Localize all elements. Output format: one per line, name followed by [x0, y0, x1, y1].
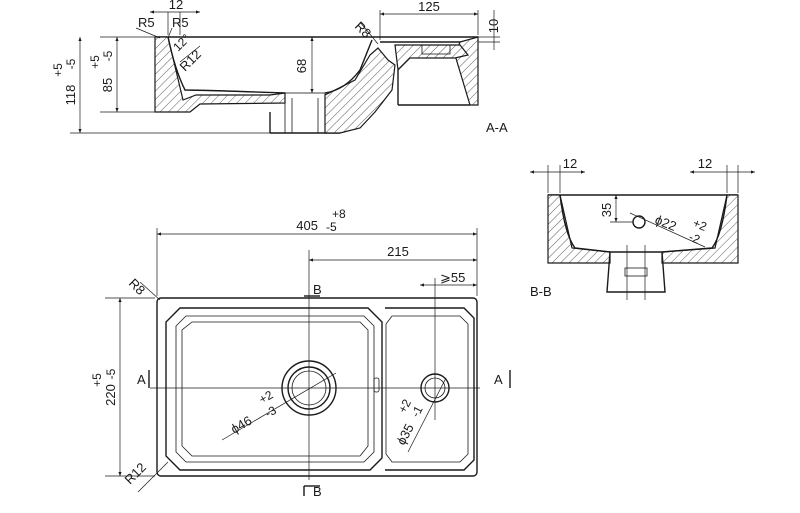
aa-dim-12: 12 [169, 0, 183, 12]
aa-r5-b: R5 [172, 15, 189, 30]
bb-label: B-B [530, 284, 552, 299]
plan-dim-220-tol-dn: -5 [104, 368, 118, 379]
plan-dim-405-tol-up: +8 [332, 207, 346, 221]
plan-dim-405: 405 [296, 218, 318, 233]
plan-dim-215: 215 [387, 244, 409, 259]
bb-overflow-hole [632, 215, 646, 229]
aa-dim-85-tol-dn: -5 [101, 50, 115, 61]
section-b-b: 12 12 35 ϕ22 +2 -2 B-B [530, 156, 755, 300]
aa-dim-68: 68 [294, 59, 309, 73]
plan-dia-35-tol-up: +2 [395, 396, 414, 415]
aa-label: A-A [486, 120, 508, 135]
bb-dia-22-tol-up: +2 [691, 216, 709, 234]
aa-dim-85: 85 [100, 78, 115, 92]
cut-b-bottom: B [313, 484, 322, 499]
aa-r5-a: R5 [138, 15, 155, 30]
bb-dim-35: 35 [599, 203, 614, 217]
cut-a-left: A [137, 372, 146, 387]
plan-dim-55: ⩾55 [440, 270, 465, 285]
aa-dim-118-tol-dn: -5 [64, 58, 78, 69]
plan-dia-46: ϕ46 [228, 413, 254, 437]
plan-dim-220-tol-up: +5 [90, 373, 104, 387]
plan-view: 405 +8 -5 215 ⩾55 R8 R12 220 +5 -5 ϕ46 +… [90, 207, 511, 499]
section-a-a: 12 R5 R5 12° R12 R8 125 10 68 85 +5 -5 1… [51, 0, 508, 135]
aa-dim-118-tol-up: +5 [51, 63, 65, 77]
cut-b-top: B [313, 282, 322, 297]
plan-dim-405-tol-dn: -5 [326, 220, 337, 234]
aa-dim-10: 10 [486, 19, 501, 33]
bb-dim-right-12: 12 [698, 156, 712, 171]
aa-dim-118: 118 [63, 85, 78, 106]
bb-dim-left-12: 12 [563, 156, 577, 171]
plan-dia-35: ϕ35 [393, 421, 416, 447]
cut-a-right: A [494, 372, 503, 387]
bb-dia-22: ϕ22 [653, 212, 679, 234]
bb-right-wall [661, 194, 739, 264]
plan-r12: R12 [122, 460, 149, 487]
plan-dia-46-tol-up: +2 [257, 387, 276, 406]
plan-dim-220: 220 [103, 384, 118, 406]
plan-outline [156, 297, 478, 477]
aa-shelf [394, 44, 470, 72]
aa-dim-85-tol-up: +5 [88, 55, 102, 69]
plan-r8: R8 [126, 276, 148, 298]
aa-center-wall [324, 47, 396, 134]
bb-dia-22-tol-dn: -2 [687, 230, 702, 247]
aa-dim-125: 125 [418, 0, 440, 14]
